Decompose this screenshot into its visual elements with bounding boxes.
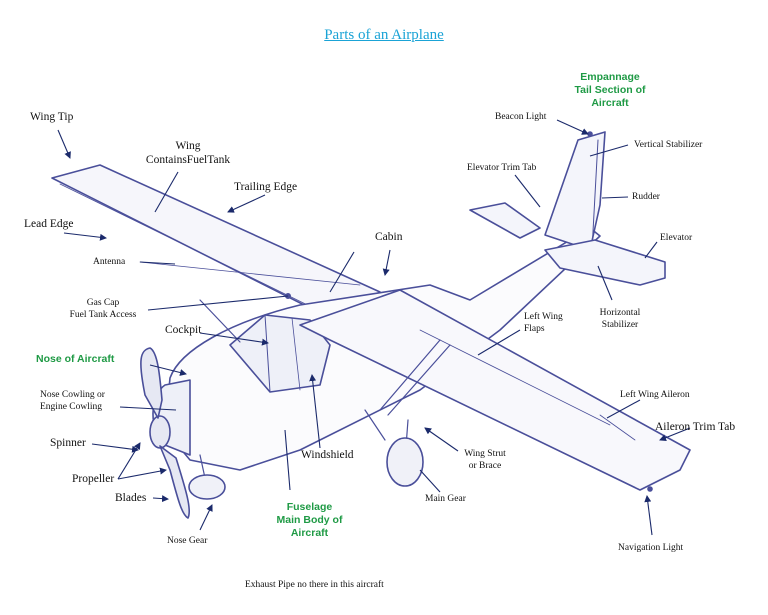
label-empennage-line1: Empannage	[580, 71, 640, 83]
label-vertical-stabilizer: Vertical Stabilizer	[634, 140, 703, 150]
label-spinner: Spinner	[50, 437, 86, 449]
label-left-wing-aileron: Left Wing Aileron	[620, 390, 690, 400]
label-antenna: Antenna	[93, 257, 126, 267]
label-nose-gear: Nose Gear	[167, 536, 208, 546]
footnote: Exhaust Pipe no there in this aircraft	[245, 580, 384, 590]
label-empennage: Empannage Tail Section of Aircraft	[560, 71, 660, 110]
far-wing	[51, 164, 381, 319]
label-left-wing-flaps-line2: Flaps	[524, 324, 545, 334]
label-wing-strut: Wing Strut or Brace	[450, 448, 520, 472]
label-wing-line1: Wing	[175, 140, 201, 152]
label-elevator-trim-tab: Elevator Trim Tab	[467, 163, 537, 173]
label-windshield: Windshield	[301, 449, 354, 461]
label-left-wing-flaps-line1: Left Wing	[524, 312, 563, 322]
label-beacon-light: Beacon Light	[495, 112, 547, 122]
label-nose-of-aircraft: Nose of Aircraft	[36, 353, 115, 365]
main-gear-wheel	[386, 437, 424, 487]
label-fuselage-line3: Aircraft	[290, 527, 329, 539]
label-gas-cap: Gas Cap Fuel Tank Access	[48, 297, 158, 321]
label-nose-cowling-line2: Engine Cowling	[40, 402, 103, 412]
propeller-upper-blade	[140, 347, 163, 419]
label-nose-cowling: Nose Cowling or Engine Cowling	[40, 389, 105, 413]
label-rudder: Rudder	[632, 192, 660, 202]
label-cabin: Cabin	[375, 231, 403, 243]
label-fuselage-line1: Fuselage	[286, 501, 333, 513]
label-wing-line2: ContainsFuelTank	[145, 154, 231, 166]
label-fuselage-line2: Main Body of	[276, 514, 343, 526]
label-wing-strut-line2: or Brace	[468, 461, 502, 471]
propeller-lower-blade	[159, 445, 191, 519]
label-propeller: Propeller	[72, 473, 115, 485]
label-nose-cowling-line1: Nose Cowling or	[40, 390, 105, 400]
label-cockpit: Cockpit	[165, 324, 202, 336]
label-horizontal-stabilizer-line2: Stabilizer	[601, 320, 639, 330]
label-horizontal-stabilizer: Horizontal Stabilizer	[580, 307, 660, 331]
label-gas-cap-line2: Fuel Tank Access	[69, 310, 137, 320]
airplane-outline	[51, 131, 691, 519]
label-elevator: Elevator	[660, 233, 693, 243]
horizontal-stabilizer-right	[544, 239, 666, 286]
label-blades: Blades	[115, 492, 147, 504]
label-navigation-light: Navigation Light	[618, 543, 684, 553]
label-wing-tip: Wing Tip	[30, 111, 74, 123]
label-lead-edge: Lead Edge	[24, 218, 74, 230]
diagram-title: Parts of an Airplane	[324, 27, 444, 43]
leader-lines	[57, 119, 691, 536]
label-gas-cap-line1: Gas Cap	[86, 298, 120, 308]
label-wing: Wing ContainsFuelTank	[138, 139, 238, 167]
label-left-wing-flaps: Left Wing Flaps	[524, 311, 563, 335]
label-empennage-line2: Tail Section of	[574, 84, 646, 96]
spinner-shape	[149, 415, 171, 449]
label-main-gear: Main Gear	[425, 494, 466, 504]
label-trailing-edge: Trailing Edge	[234, 181, 298, 193]
label-empennage-line3: Aircraft	[591, 97, 629, 109]
label-wing-strut-line1: Wing Strut	[464, 449, 506, 459]
label-horizontal-stabilizer-line1: Horizontal	[599, 308, 641, 318]
label-aileron-trim-tab: Aileron Trim Tab	[655, 421, 736, 433]
label-fuselage: Fuselage Main Body of Aircraft	[262, 501, 357, 540]
nose-gear-wheel	[188, 474, 226, 500]
